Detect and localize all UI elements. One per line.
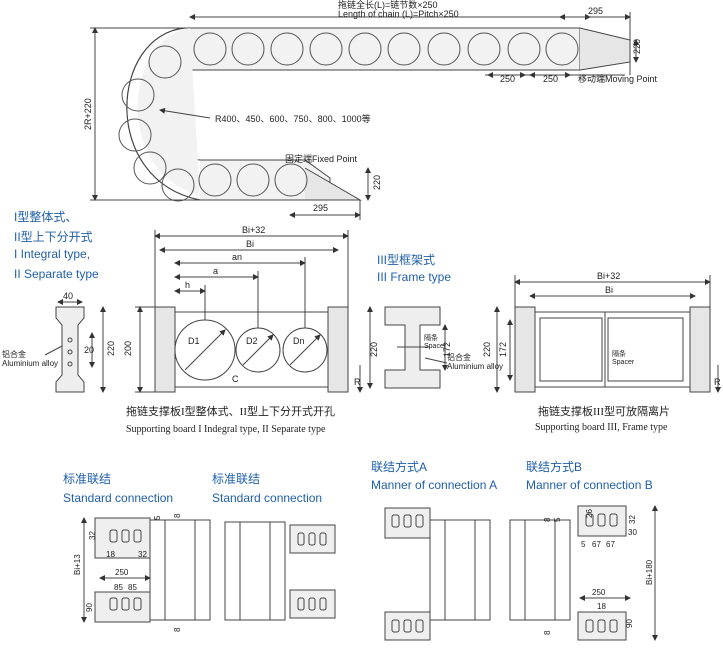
c-d8b: 8 — [173, 627, 182, 632]
std2-title-en: Standard connection — [212, 491, 323, 505]
t1-title-cn2: II型上下分开式 — [14, 230, 93, 244]
chain-link-circles — [118, 32, 579, 202]
t3-dim-220-b: 220 — [482, 342, 492, 357]
dim-295-bottom: 295 — [313, 203, 328, 213]
mb-title-en: Manner of connection B — [526, 478, 653, 492]
type1-plate-profile — [44, 299, 106, 393]
t3-spacer-cn: 隔条 — [424, 333, 438, 342]
t1-caption-cn: 拖链支撑板I型整体式、II型上下分开式开孔 — [126, 406, 335, 418]
std1-title-cn: 标准联结 — [63, 472, 112, 486]
c-d250a: 250 — [115, 568, 129, 577]
c-d30: 30 — [628, 528, 637, 537]
c-d250b: 250 — [592, 588, 606, 597]
ma-title-cn: 联结方式A — [371, 460, 428, 474]
t1-c: C — [232, 374, 239, 384]
t1-alloy-en: Aluminium alloy — [2, 359, 58, 368]
c-bi13: Bi+13 — [73, 554, 82, 575]
dim-295-top: 295 — [588, 6, 603, 16]
c-d32b: 32 — [138, 550, 147, 559]
t1-title-cn1: I型整体式、 — [14, 210, 78, 224]
fixed-point-label: 固定端Fixed Point — [285, 153, 358, 164]
radius-options: R400、450、600、750、800、1000等 — [215, 113, 371, 124]
t1-title-en1: I Integral type, — [14, 247, 91, 261]
c-d85b: 85 — [128, 583, 137, 592]
c-d32a: 32 — [88, 531, 97, 540]
mb-title-cn: 联结方式B — [526, 460, 583, 474]
type1-front-view — [135, 230, 363, 393]
height-2r220: 2R+220 — [83, 98, 93, 130]
c-d18a: 18 — [106, 550, 115, 559]
t1-d2: D2 — [246, 336, 258, 346]
standard-connection-2 — [224, 521, 336, 621]
c-d32c: 32 — [628, 515, 637, 524]
t3-dim-220: 220 — [369, 342, 379, 357]
t1-title-en2: II Separate type — [14, 267, 99, 281]
t3-caption-cn: 拖链支撑板III型可放隔离片 — [538, 406, 670, 418]
dim-220-right: 220 — [632, 39, 642, 54]
c-d8d: 8 — [543, 630, 552, 635]
standard-connection-1 — [81, 517, 211, 623]
dim-220-fixed: 220 — [372, 175, 382, 190]
ma-title-en: Manner of connection A — [371, 478, 498, 492]
t3-title-cn: III型框架式 — [377, 253, 436, 267]
t1-dn: Dn — [293, 336, 305, 346]
std2-title-cn: 标准联结 — [212, 472, 261, 486]
t3-spacer2-cn: 隔条 — [612, 349, 626, 358]
c-d8a: 8 — [173, 513, 182, 518]
t1-dim-20: 20 — [84, 345, 94, 355]
connection-b — [509, 505, 658, 641]
moving-point-label: 移动端Moving Point — [578, 73, 658, 84]
chain-length-en: Length of chain (L)=Pitch×250 — [338, 9, 459, 19]
c-d90a: 90 — [85, 603, 94, 612]
t1-h: h — [185, 280, 190, 290]
type3-frame-profile — [367, 306, 448, 389]
chain-length-cn: 拖链全长(L)=链节数×250 — [338, 0, 438, 10]
t1-dim-40: 40 — [63, 291, 73, 301]
type3-front-view — [494, 275, 721, 393]
c-d5b: 5 — [553, 517, 562, 522]
t1-alloy-cn: 铝合金 — [2, 349, 26, 359]
c-d67b: 67 — [606, 540, 615, 549]
t3-bi32: Bi+32 — [597, 271, 620, 281]
t3-spacer2-en: Spacer — [612, 359, 635, 366]
t1-an: an — [232, 252, 242, 262]
connection-a — [384, 507, 491, 641]
c-bi180: Bi+180 — [645, 559, 654, 585]
t3-bi: Bi — [605, 285, 613, 295]
t3-spacer-en: Spacer — [424, 343, 447, 350]
t3-caption-en: Supporting board III, Frame type — [535, 422, 668, 433]
t1-d1: D1 — [188, 336, 200, 346]
c-d8c: 8 — [543, 517, 552, 522]
chain-side-view — [90, 12, 639, 220]
t3-title-en: III Frame type — [377, 270, 452, 284]
t1-dim-220: 220 — [106, 341, 116, 356]
t3-r: R — [714, 377, 721, 387]
c-d90b: 90 — [625, 619, 634, 628]
t3-dim-172-b: 172 — [498, 342, 508, 357]
dim-250-a: 250 — [500, 74, 515, 84]
t1-r: R — [354, 377, 361, 387]
c-d18b: 18 — [597, 602, 606, 611]
c-d67a: 67 — [592, 540, 601, 549]
t1-caption-en: Supporting board I Indegral type, II Sep… — [126, 424, 326, 435]
c-d5c: 5 — [581, 540, 586, 549]
std1-title-en: Standard connection — [63, 491, 174, 505]
dim-250-b: 250 — [543, 74, 558, 84]
t3-dim-172: 172 — [442, 342, 452, 357]
c-d26: 26 — [585, 509, 594, 518]
t1-bi32: Bi+32 — [242, 225, 265, 235]
t1-dim-200: 200 — [123, 341, 133, 356]
c-d5: 5 — [153, 515, 162, 520]
t3-alloy-cn: 铝合金 — [447, 352, 471, 362]
t3-alloy-en: Aluminium alloy — [447, 362, 503, 371]
t1-a: a — [213, 266, 218, 276]
t1-bi: Bi — [246, 239, 254, 249]
c-d85a: 85 — [114, 583, 123, 592]
